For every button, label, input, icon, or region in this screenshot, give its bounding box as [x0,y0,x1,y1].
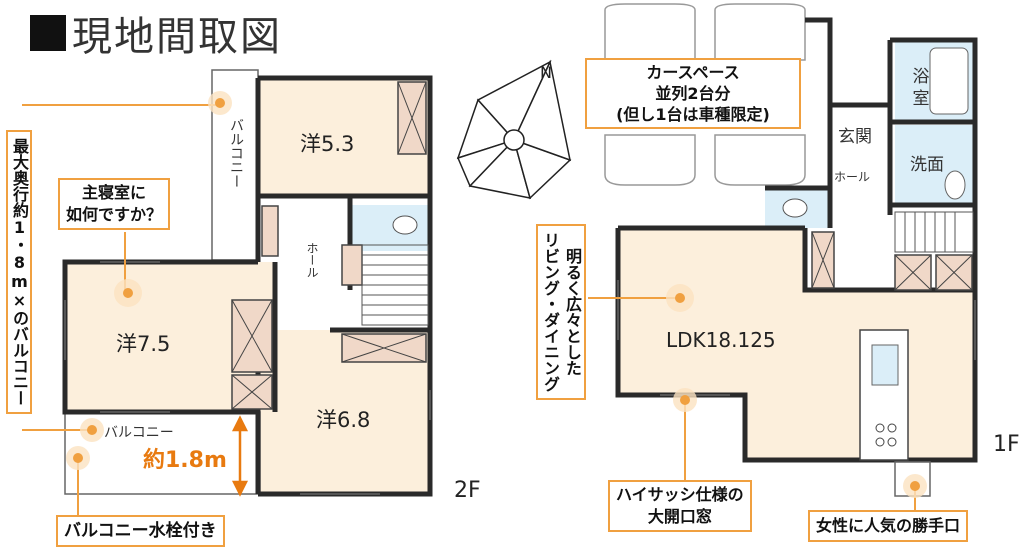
callout-balcony-faucet: バルコニー水栓付き [56,515,225,547]
room-entrance: 玄関 [838,127,872,147]
callout-balcony-depth: 最大奥行約1・8m×のバルコニー [6,130,32,414]
callout-back-door: 女性に人気の勝手口 [808,510,969,542]
balcony-label-bottom: バルコニー [104,425,174,441]
page-title: 現地間取図 [30,4,282,62]
hall-label-2f: ホール [305,242,319,278]
callout-dots [66,91,927,498]
balcony-label-top: バルコニー [228,118,244,188]
callout-carport: カースペース 並列2台分 (但し1台は車種限定) [585,58,801,129]
first-floor-plan [604,3,978,497]
second-floor-plan [62,69,433,497]
callout-master-bedroom: 主寝室に 如何ですか？ [58,178,171,230]
room-western-7-5: 洋7.5 [116,332,171,356]
floor-label-1f: 1F [993,432,1020,457]
svg-text:N: N [540,63,552,82]
room-western-6-8: 洋6.8 [316,408,371,432]
title-square-icon [30,15,66,51]
page-title-text: 現地間取図 [72,14,282,60]
room-bath: 浴室 [912,67,930,109]
floor-label-2f: 2F [454,478,481,503]
balcony-dimension: 約1.8m [143,448,227,473]
room-washroom: 洗面 [910,155,944,175]
hall-label-1f: ホール [834,170,871,184]
compass-icon: N [456,59,572,200]
callout-bright-living: 明るく広々とした リビング・ダイニング [536,224,586,400]
room-ldk: LDK18.125 [666,328,776,352]
callout-high-sash: ハイサッシ仕様の 大開口窓 [608,480,752,532]
room-western-5-3: 洋5.3 [300,132,355,156]
